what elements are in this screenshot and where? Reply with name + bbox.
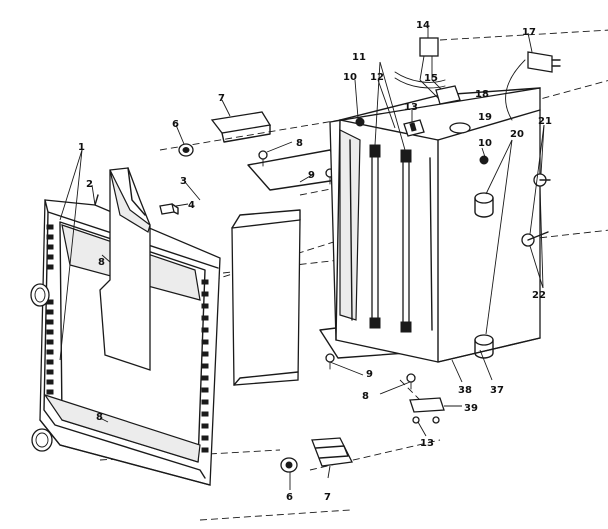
clip-part xyxy=(159,203,179,215)
callout-10b: 10 xyxy=(478,138,492,149)
side-panel xyxy=(231,209,301,386)
callout-13a: 13 xyxy=(404,102,418,113)
callout-18: 18 xyxy=(475,89,489,100)
wire-harness xyxy=(394,71,446,89)
callout-7b: 7 xyxy=(324,492,331,503)
screw-d xyxy=(406,373,416,390)
switch-part xyxy=(449,122,471,134)
top-bracket xyxy=(210,111,272,143)
terminal-block xyxy=(403,119,425,137)
callout-8c: 8 xyxy=(96,412,103,423)
callout-6a: 6 xyxy=(172,119,179,130)
callout-2: 2 xyxy=(86,179,93,190)
bottom-bracket xyxy=(311,437,353,467)
callout-22: 22 xyxy=(532,290,546,301)
callout-12: 12 xyxy=(370,72,384,83)
callout-4: 4 xyxy=(188,200,195,211)
callout-10a: 10 xyxy=(343,72,357,83)
lower-screws xyxy=(412,416,440,424)
callout-19: 19 xyxy=(478,112,492,123)
callout-8b: 8 xyxy=(98,257,105,268)
callout-7a: 7 xyxy=(218,93,225,104)
callout-38: 38 xyxy=(458,385,472,396)
relay-part xyxy=(435,85,461,105)
callout-9a: 9 xyxy=(308,170,315,181)
frame-louvers-left xyxy=(46,224,54,395)
screw-c xyxy=(325,353,335,370)
callout-13b: 13 xyxy=(420,438,434,449)
callout-6b: 6 xyxy=(286,492,293,503)
callout-17: 17 xyxy=(522,27,536,38)
screw-a xyxy=(258,150,268,167)
foot-lower xyxy=(474,334,494,359)
callout-1: 1 xyxy=(78,142,85,153)
callout-15: 15 xyxy=(424,73,438,84)
heater-rod-left xyxy=(369,144,381,329)
inner-panel xyxy=(99,167,151,371)
callout-39: 39 xyxy=(464,403,478,414)
control-knob-upper xyxy=(30,283,50,307)
fastener-10a xyxy=(355,117,365,127)
heater-rod-right xyxy=(400,149,412,333)
callout-9b: 9 xyxy=(366,369,373,380)
power-cord-plug xyxy=(505,51,561,121)
callout-20: 20 xyxy=(510,129,524,140)
callout-21: 21 xyxy=(538,116,552,127)
control-knob-lower xyxy=(31,428,53,452)
wire-connector xyxy=(419,37,449,101)
nut-lower xyxy=(280,457,298,473)
callout-3: 3 xyxy=(180,176,187,187)
callout-labels: 1 2 3 4 6 6 7 7 8 8 8 8 9 9 10 10 11 12 … xyxy=(78,20,552,503)
lower-bracket-39 xyxy=(409,397,445,413)
frame-louvers-right xyxy=(201,279,209,453)
callout-37: 37 xyxy=(490,385,504,396)
nut-upper xyxy=(178,143,194,157)
foot-upper xyxy=(474,192,494,218)
side-bracket-lower xyxy=(521,231,549,247)
callout-14: 14 xyxy=(416,20,430,31)
callout-8d: 8 xyxy=(362,391,369,402)
main-housing xyxy=(329,87,541,363)
callout-11: 11 xyxy=(352,52,366,63)
fastener-10b xyxy=(479,155,489,165)
callout-8a: 8 xyxy=(296,138,303,149)
leader-lines xyxy=(59,28,545,490)
